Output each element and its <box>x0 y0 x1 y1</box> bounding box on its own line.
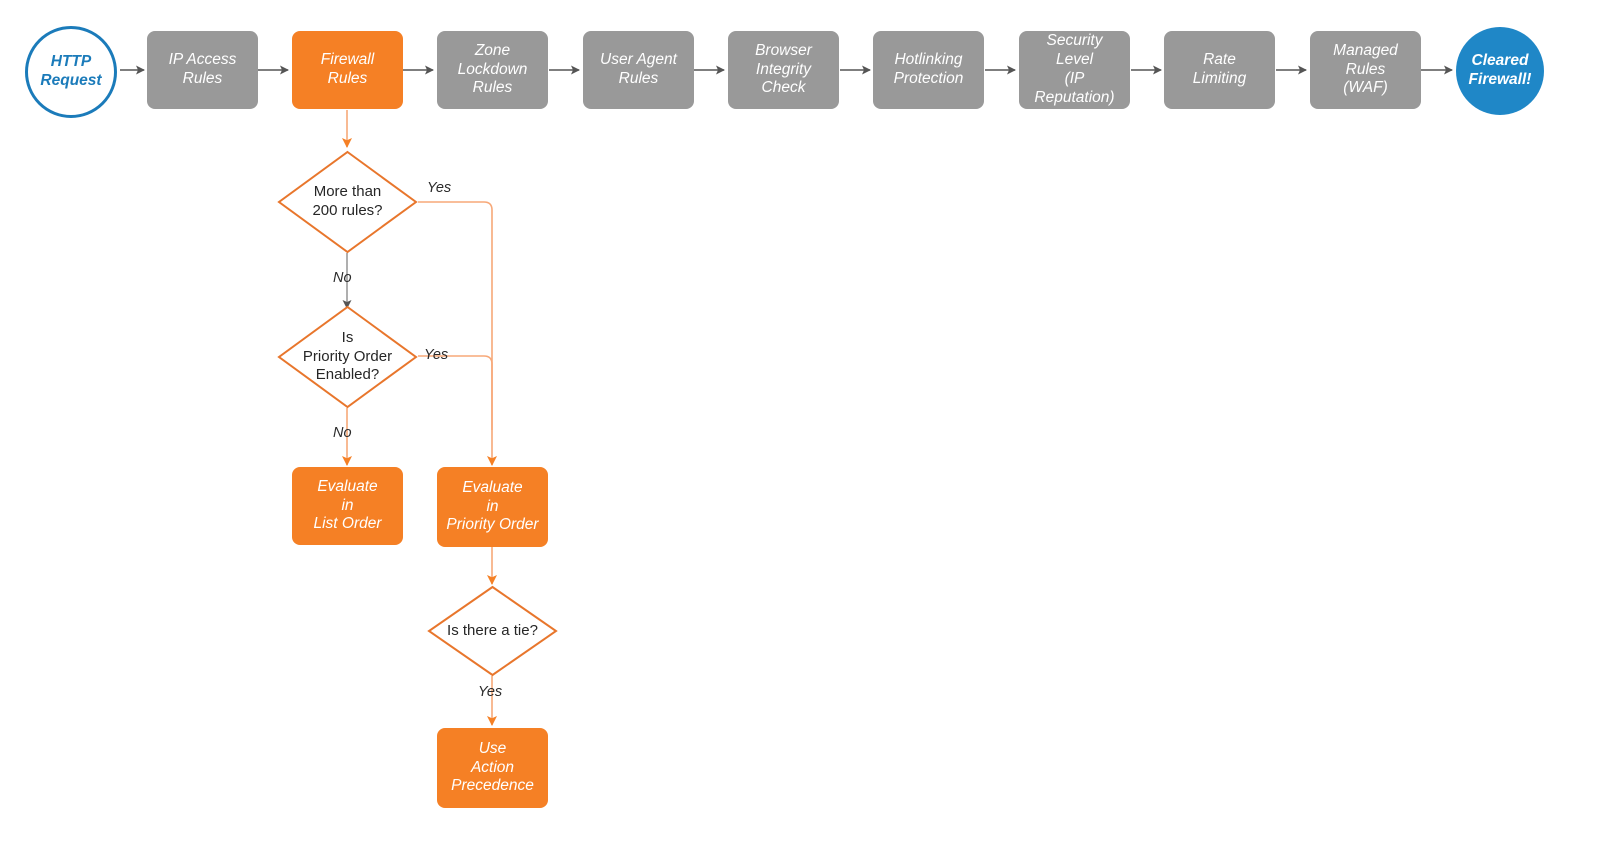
node-hotlinking-protection[interactable]: Hotlinking Protection <box>873 31 984 109</box>
node-zone-lockdown-rules[interactable]: Zone Lockdown Rules <box>437 31 548 109</box>
diamond-shape <box>427 585 558 677</box>
node-cleared-firewall[interactable]: Cleared Firewall! <box>1456 27 1544 115</box>
diamond-shape <box>277 305 418 409</box>
node-cleared-firewall-label: Cleared Firewall! <box>1468 52 1532 88</box>
node-more-than-200-rules-label: More than 200 rules? <box>312 183 383 219</box>
node-use-action-precedence-label: Use Action Precedence <box>451 739 534 795</box>
edge-decision200-yes <box>418 201 497 466</box>
node-use-action-precedence[interactable]: Use Action Precedence <box>437 728 548 808</box>
node-evaluate-list-order-label: Evaluate in List Order <box>313 477 382 533</box>
node-security-level-label: Security Level (IP Reputation) <box>1034 32 1115 106</box>
edge-label-yes-200: Yes <box>427 180 451 196</box>
node-ip-access-rules-label: IP Access Rules <box>168 51 237 87</box>
edge-priority-yes <box>418 355 493 430</box>
node-zone-lockdown-rules-label: Zone Lockdown Rules <box>457 41 528 97</box>
node-http-request[interactable]: HTTP Request <box>25 26 117 118</box>
edge-label-yes-200-text: Yes <box>427 180 452 196</box>
node-evaluate-list-order[interactable]: Evaluate in List Order <box>292 467 403 545</box>
diamond-shape <box>277 150 418 254</box>
node-priority-order-enabled-label: Is Priority Order Enabled? <box>302 329 393 384</box>
node-firewall-rules-label: Firewall Rules <box>320 51 375 87</box>
node-evaluate-priority-order-label: Evaluate in Priority Order <box>446 478 539 534</box>
node-browser-integrity-check-label: Browser Integrity Check <box>755 41 812 97</box>
edge-label-no-200-text: No <box>333 270 352 286</box>
node-user-agent-rules-label: User Agent Rules <box>600 51 677 87</box>
node-more-than-200-rules[interactable]: More than 200 rules? <box>277 150 418 254</box>
node-security-level[interactable]: Security Level (IP Reputation) <box>1019 31 1130 109</box>
node-managed-rules-waf[interactable]: Managed Rules (WAF) <box>1310 31 1421 109</box>
node-user-agent-rules[interactable]: User Agent Rules <box>583 31 694 109</box>
edge-label-no-priority-text: No <box>333 425 352 441</box>
edge-label-yes-tie-text: Yes <box>478 684 503 700</box>
node-http-request-label: HTTP Request <box>40 53 102 89</box>
edge-label-yes-priority-text: Yes <box>424 347 449 363</box>
node-is-there-a-tie[interactable]: Is there a tie? <box>427 585 558 677</box>
edge-label-yes-tie: Yes <box>478 684 502 700</box>
node-managed-rules-waf-label: Managed Rules (WAF) <box>1333 41 1398 97</box>
node-ip-access-rules[interactable]: IP Access Rules <box>147 31 258 109</box>
node-rate-limiting[interactable]: Rate Limiting <box>1164 31 1275 109</box>
edge-label-no-priority: No <box>333 425 352 441</box>
edge-label-no-200: No <box>333 270 352 286</box>
node-firewall-rules[interactable]: Firewall Rules <box>292 31 403 109</box>
node-priority-order-enabled[interactable]: Is Priority Order Enabled? <box>277 305 418 409</box>
node-browser-integrity-check[interactable]: Browser Integrity Check <box>728 31 839 109</box>
node-is-there-a-tie-label: Is there a tie? <box>447 621 538 639</box>
node-hotlinking-protection-label: Hotlinking Protection <box>893 51 964 87</box>
node-rate-limiting-label: Rate Limiting <box>1192 51 1247 87</box>
edge-label-yes-priority: Yes <box>424 347 448 363</box>
node-evaluate-priority-order[interactable]: Evaluate in Priority Order <box>437 467 548 547</box>
